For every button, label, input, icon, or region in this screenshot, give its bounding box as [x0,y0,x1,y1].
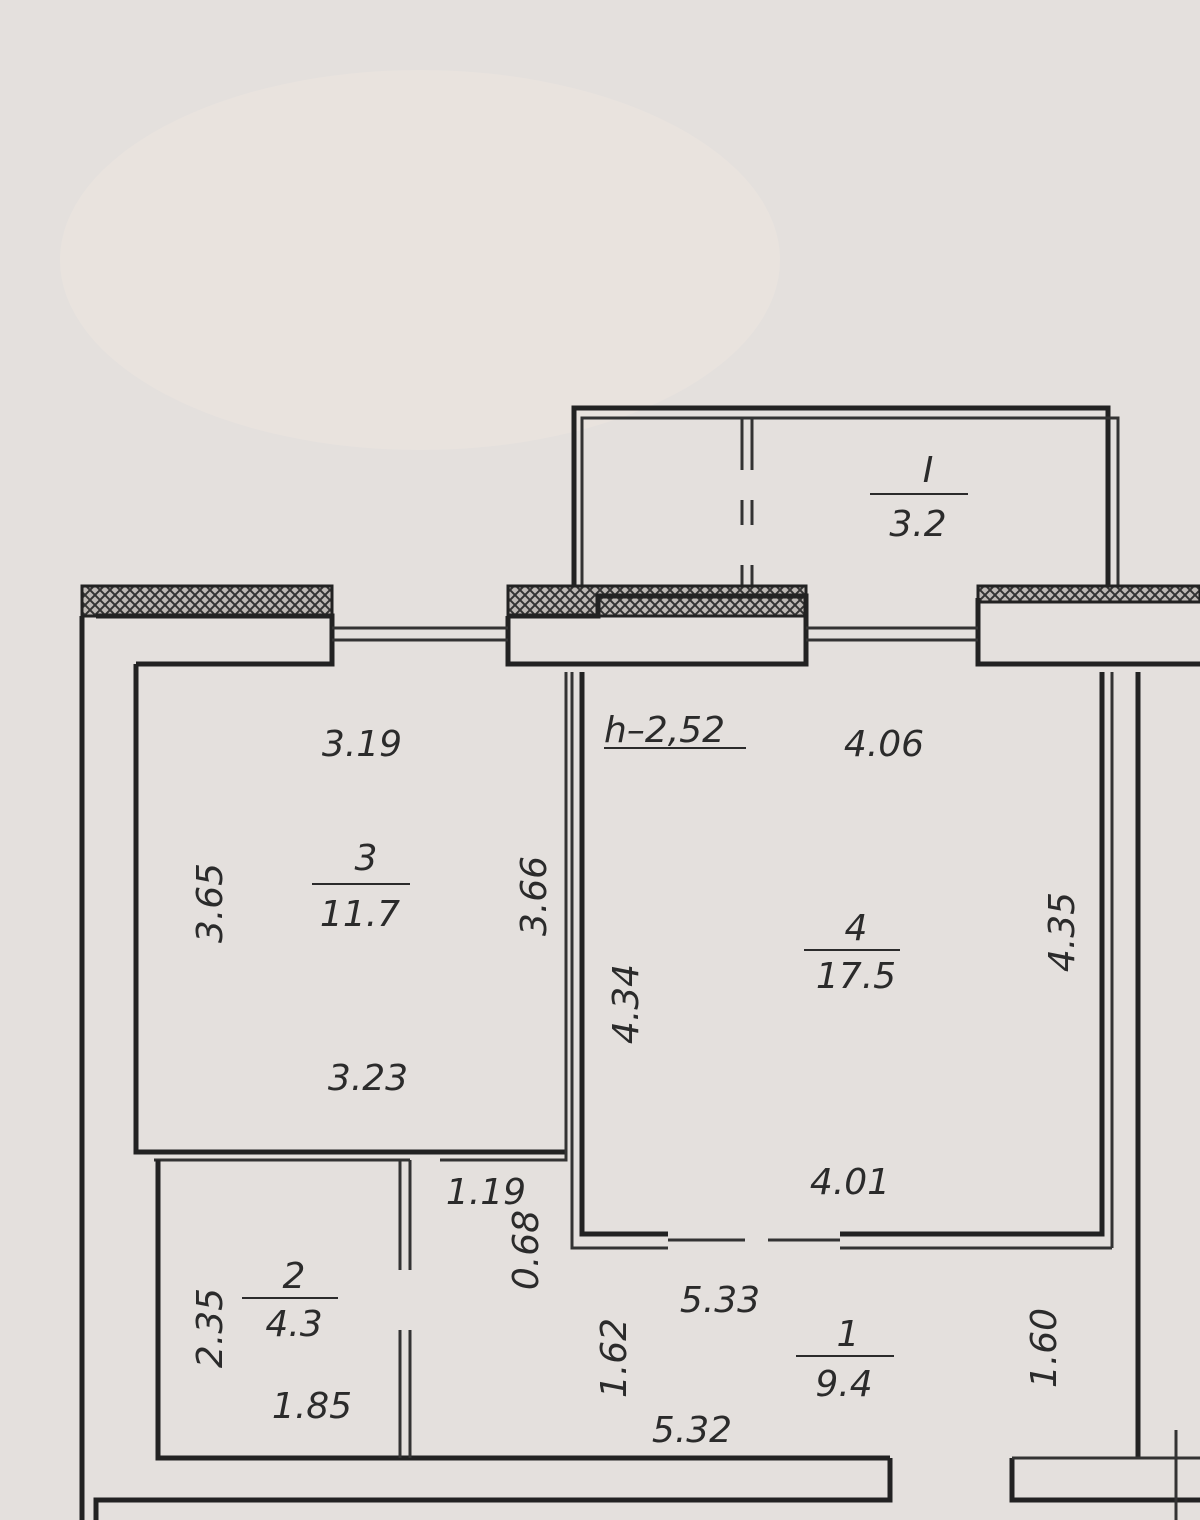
room-1-area: 9.4 [815,1364,872,1405]
room-3-left-dim: 3.65 [190,863,231,943]
room-4-right-dim: 4.35 [1042,892,1083,972]
room-2-left-dim: 2.35 [190,1288,231,1368]
room-3-area: 11.7 [320,894,400,935]
room-4-number: 4 [845,908,868,949]
room-4-outline [570,672,1141,1458]
room-4-top-dim: 4.06 [844,724,924,765]
room-2-number: 2 [283,1256,306,1297]
room-3-outline [133,664,568,1162]
corridor-depth-dim: 0.68 [506,1210,547,1290]
balcony-number: I [923,450,934,491]
paper-stain [60,70,780,450]
balcony-outline [571,405,1120,590]
bottom-walls [93,1430,1200,1520]
room-4-left-dim: 4.34 [606,964,647,1044]
room-2-area: 4.3 [265,1304,322,1345]
room-4-area: 17.5 [816,956,896,997]
corridor-width-dim: 1.19 [446,1172,526,1213]
room-3-bottom-dim: 3.23 [328,1058,408,1099]
room-4-bottom-dim: 4.01 [810,1162,890,1203]
ceiling-height-label: h–2,52 [604,710,725,751]
room-1-top-dim: 5.33 [680,1280,760,1321]
exterior-wall-top [79,584,1200,1520]
room-1-bottom-dim: 5.32 [652,1410,732,1451]
room-3-right-dim: 3.66 [514,856,555,936]
room-3-number: 3 [355,838,378,879]
room-1-right-dim: 1.60 [1024,1308,1065,1388]
room-1-left-dim: 1.62 [594,1318,635,1398]
room-2-outline [155,1160,890,1461]
room-3-top-dim: 3.19 [322,724,402,765]
balcony-area: 3.2 [889,504,946,545]
room-1-number: 1 [837,1314,860,1355]
room-2-bottom-dim: 1.85 [272,1386,352,1427]
